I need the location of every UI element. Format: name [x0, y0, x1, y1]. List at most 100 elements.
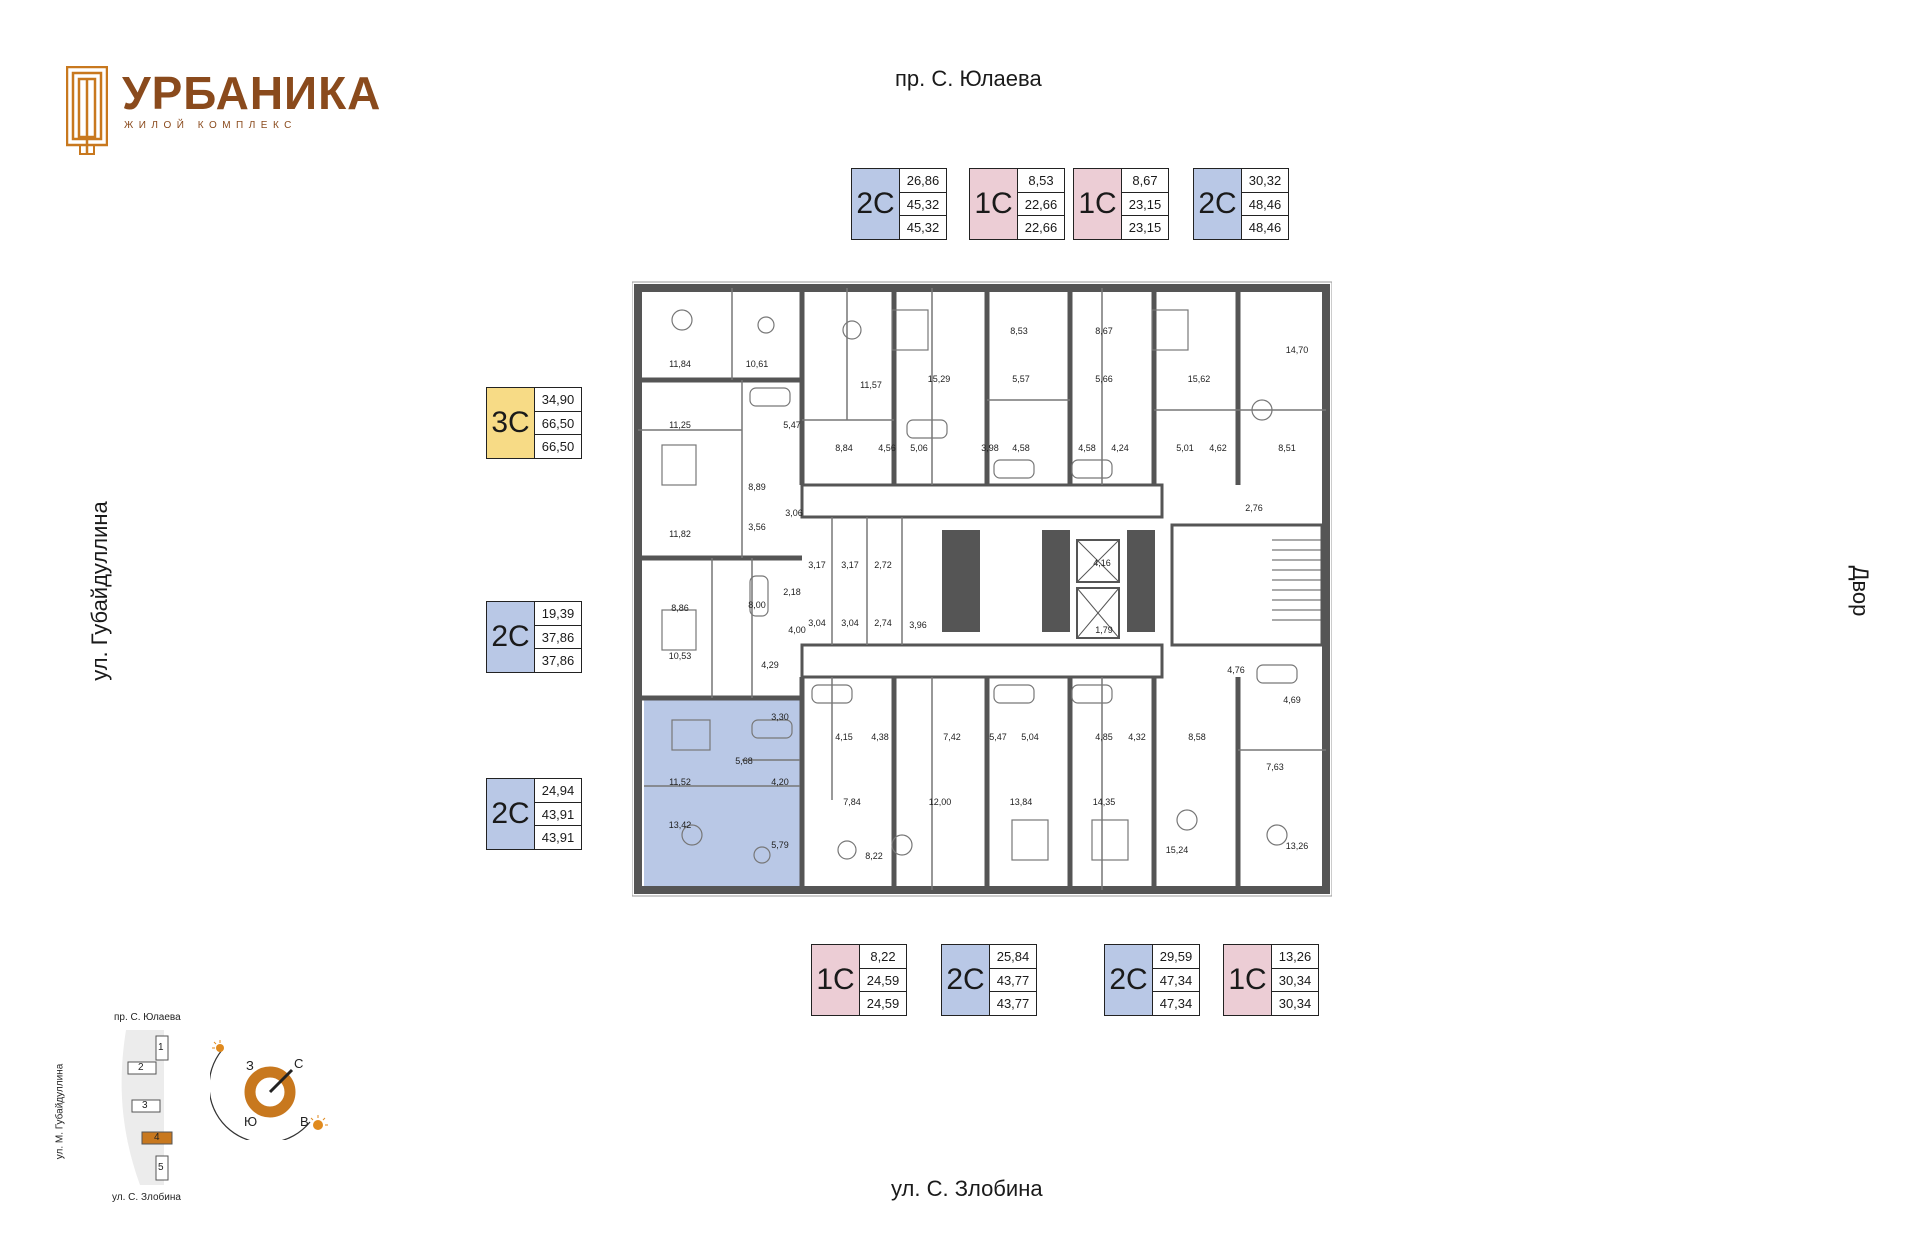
room-area-label: 8,58 [1188, 732, 1206, 742]
room-area-label: 14,70 [1285, 345, 1309, 355]
room-area-label: 2,72 [874, 560, 892, 570]
room-area-label: 2,74 [874, 618, 892, 628]
total-area-alt: 45,32 [906, 220, 940, 236]
room-area-label: 13,26 [1285, 841, 1309, 851]
room-area-label: 4,24 [1111, 443, 1129, 453]
room-area-label: 4,38 [871, 732, 889, 742]
room-area-label: 8,86 [671, 603, 689, 613]
room-area-label: 3,04 [841, 618, 859, 628]
room-area-label: 3,96 [909, 620, 927, 630]
room-area-label: 15,62 [1187, 374, 1211, 384]
room-area-label: 4,20 [771, 777, 789, 787]
room-area-label: 15,29 [927, 374, 951, 384]
apartment-card[interactable]: 2C 26,86 45,32 45,32 [851, 168, 947, 240]
room-area-label: 4,58 [1012, 443, 1030, 453]
apartment-card[interactable]: 2C 25,84 43,77 43,77 [941, 944, 1037, 1016]
apartment-card[interactable]: 2C 19,39 37,86 37,86 [486, 601, 582, 673]
room-area-label: 7,63 [1266, 762, 1284, 772]
room-area-label: 8,84 [835, 443, 853, 453]
room-area-label: 4,76 [1227, 665, 1245, 675]
total-area-alt: 23,15 [1128, 220, 1162, 236]
room-area-label: 3,17 [841, 560, 859, 570]
room-area-label: 2,76 [1245, 503, 1263, 513]
room-area-label: 4,62 [1209, 443, 1227, 453]
apartment-type: 2C [487, 602, 535, 672]
total-area: 43,91 [535, 803, 581, 827]
apartment-type: 2C [942, 945, 990, 1015]
room-area-label: 5,01 [1176, 443, 1194, 453]
room-area-label: 12,00 [928, 797, 952, 807]
total-area-alt: 24,59 [866, 996, 900, 1012]
room-area-label: 8,67 [1095, 326, 1113, 336]
room-area-label: 5,47 [989, 732, 1007, 742]
room-area-label: 4,85 [1095, 732, 1113, 742]
living-area: 19,39 [535, 602, 581, 626]
room-area-label: 7,42 [943, 732, 961, 742]
apartment-type: 1C [970, 169, 1018, 239]
floor-plan-drawing [632, 281, 1332, 897]
logo-title: УРБАНИКА [122, 67, 382, 119]
apartment-card[interactable]: 3C 34,90 66,50 66,50 [486, 387, 582, 459]
room-area-label: 8,51 [1278, 443, 1296, 453]
room-area-label: 11,57 [860, 380, 882, 390]
total-area: 37,86 [535, 626, 581, 650]
apartment-type: 2C [487, 779, 535, 849]
apartment-type: 1C [812, 945, 860, 1015]
apartment-card[interactable]: 1C 8,22 24,59 24,59 [811, 944, 907, 1016]
total-area-alt: 47,34 [1159, 996, 1193, 1012]
room-area-label: 1,79 [1095, 625, 1113, 635]
room-area-label: 3,56 [748, 522, 766, 532]
room-area-label: 10,61 [745, 359, 769, 369]
room-area-label: 8,22 [865, 851, 883, 861]
apartment-card[interactable]: 2C 30,32 48,46 48,46 [1193, 168, 1289, 240]
room-area-label: 11,25 [669, 420, 691, 430]
minimap-street-left: ул. М. Губайдуллина [54, 1063, 66, 1160]
room-area-label: 5,66 [1095, 374, 1113, 384]
total-area: 43,77 [990, 969, 1036, 993]
street-label-bottom: ул. С. Злобина [891, 1176, 1043, 1201]
room-area-label: 7,84 [843, 797, 861, 807]
apartment-type: 3C [487, 388, 535, 458]
room-area-label: 5,06 [910, 443, 928, 453]
living-area: 13,26 [1272, 945, 1318, 969]
total-area: 24,59 [860, 969, 906, 993]
living-area: 8,22 [860, 945, 906, 969]
room-area-label: 4,56 [878, 443, 896, 453]
street-label-top: пр. С. Юлаева [895, 66, 1042, 91]
room-area-label: 3,04 [808, 618, 826, 628]
total-area: 66,50 [535, 412, 581, 436]
living-area: 34,90 [535, 388, 581, 412]
compass-west: З [246, 1058, 254, 1073]
apartment-card[interactable]: 1C 8,53 22,66 22,66 [969, 168, 1065, 240]
selected-apartment-highlight [644, 698, 800, 886]
total-area: 30,34 [1272, 969, 1318, 993]
room-area-label: 5,47 [783, 420, 801, 430]
compass-south: Ю [244, 1114, 258, 1129]
apartment-card[interactable]: 2C 29,59 47,34 47,34 [1104, 944, 1200, 1016]
minimap-building-1: 1 [158, 1042, 164, 1053]
room-area-label: 5,57 [1012, 374, 1030, 384]
room-area-label: 3,98 [981, 443, 999, 453]
room-area-label: 14,35 [1092, 797, 1116, 807]
minimap-building-3: 3 [142, 1100, 148, 1111]
total-area: 22,66 [1018, 193, 1064, 217]
living-area: 8,67 [1122, 169, 1168, 193]
living-area: 24,94 [535, 779, 581, 803]
total-area-alt: 22,66 [1024, 220, 1058, 236]
total-area-alt: 30,34 [1278, 996, 1312, 1012]
street-label-right: Двор [1848, 565, 1873, 617]
apartment-card[interactable]: 2C 24,94 43,91 43,91 [486, 778, 582, 850]
apartment-card[interactable]: 1C 8,67 23,15 23,15 [1073, 168, 1169, 240]
living-area: 25,84 [990, 945, 1036, 969]
room-area-label: 2,18 [783, 587, 801, 597]
room-area-label: 4,58 [1078, 443, 1096, 453]
apartment-card[interactable]: 1C 13,26 30,34 30,34 [1223, 944, 1319, 1016]
site-minimap-drawing [121, 1030, 173, 1185]
floor-plan: 11,84 10,61 11,57 15,29 8,53 8,67 15,62 … [632, 280, 1332, 900]
room-area-label: 5,04 [1021, 732, 1039, 742]
room-area-label: 3,17 [808, 560, 826, 570]
room-area-label: 4,29 [761, 660, 779, 670]
room-area-label: 5,79 [771, 840, 789, 850]
minimap-building-4-current: 4 [154, 1132, 160, 1143]
total-area-alt: 66,50 [541, 439, 575, 455]
